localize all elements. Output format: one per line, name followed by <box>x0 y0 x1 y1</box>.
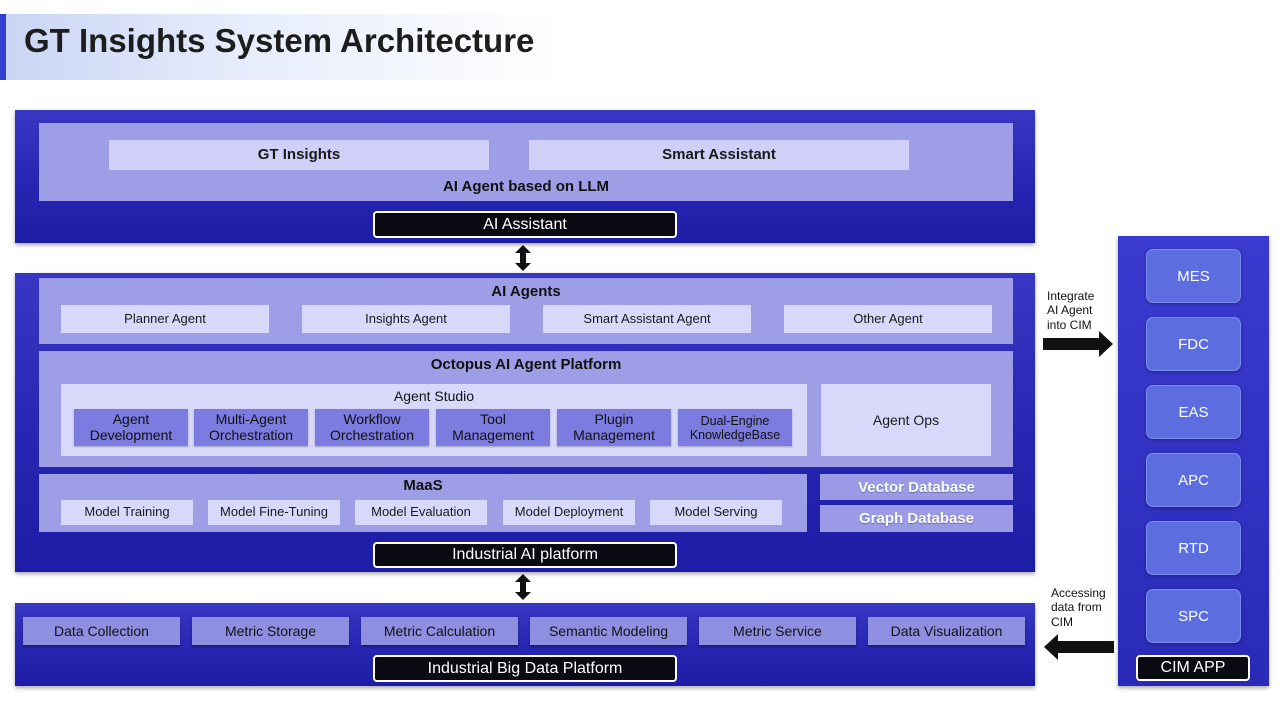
plugin-management-box: Plugin Management <box>557 409 671 446</box>
metric-service-box: Metric Service <box>699 617 856 645</box>
metric-calculation-box: Metric Calculation <box>361 617 518 645</box>
dual-engine-knowledgebase-box: Dual-Engine KnowledgeBase <box>678 409 792 446</box>
title-banner <box>0 14 560 80</box>
cim-item-eas: EAS <box>1146 385 1241 439</box>
planner-agent-box: Planner Agent <box>61 305 269 333</box>
ai-agents-block: AI Agents Planner Agent Insights Agent S… <box>39 278 1013 344</box>
metric-storage-box: Metric Storage <box>192 617 349 645</box>
ai-assistant-tag: AI Assistant <box>373 211 677 238</box>
octopus-title: Octopus AI Agent Platform <box>430 356 622 373</box>
cim-item-rtd: RTD <box>1146 521 1241 575</box>
gt-insights-box: GT Insights <box>109 140 489 170</box>
double-arrow-icon <box>515 574 531 600</box>
smart-assistant-box: Smart Assistant <box>529 140 909 170</box>
model-evaluation-box: Model Evaluation <box>355 500 487 525</box>
agent-ops-box: Agent Ops <box>821 384 991 456</box>
vector-database-box: Vector Database <box>820 474 1013 500</box>
arrow-left-icon <box>1044 634 1114 660</box>
data-visualization-box: Data Visualization <box>868 617 1025 645</box>
double-arrow-icon <box>515 245 531 271</box>
cim-item-fdc: FDC <box>1146 317 1241 371</box>
access-note: Accessing data from CIM <box>1051 586 1106 629</box>
ai-agents-title: AI Agents <box>491 283 561 300</box>
model-fine-tuning-box: Model Fine-Tuning <box>208 500 340 525</box>
semantic-modeling-box: Semantic Modeling <box>530 617 687 645</box>
maas-title: MaaS <box>403 477 443 494</box>
big-data-panel: Data Collection Metric Storage Metric Ca… <box>15 603 1035 686</box>
ai-agent-llm-block: GT Insights Smart Assistant AI Agent bas… <box>39 123 1013 201</box>
ai-agent-llm-label: AI Agent based on LLM <box>442 178 610 195</box>
model-deployment-box: Model Deployment <box>503 500 635 525</box>
multi-agent-orchestration-box: Multi-Agent Orchestration <box>194 409 308 446</box>
industrial-ai-panel: AI Agents Planner Agent Insights Agent S… <box>15 273 1035 572</box>
title-accent-bar <box>0 14 6 80</box>
agent-development-box: Agent Development <box>74 409 188 446</box>
arrow-right-icon <box>1043 331 1113 357</box>
model-training-box: Model Training <box>61 500 193 525</box>
octopus-platform-block: Octopus AI Agent Platform Agent Studio A… <box>39 351 1013 467</box>
agent-studio-block: Agent Studio Agent Development Multi-Age… <box>61 384 807 456</box>
cim-item-spc: SPC <box>1146 589 1241 643</box>
big-data-platform-tag: Industrial Big Data Platform <box>373 655 677 682</box>
ai-assistant-panel: GT Insights Smart Assistant AI Agent bas… <box>15 110 1035 243</box>
model-serving-box: Model Serving <box>650 500 782 525</box>
graph-database-box: Graph Database <box>820 505 1013 532</box>
smart-assistant-agent-box: Smart Assistant Agent <box>543 305 751 333</box>
cim-app-tag: CIM APP <box>1136 655 1250 681</box>
cim-item-apc: APC <box>1146 453 1241 507</box>
cim-app-panel: MES FDC EAS APC RTD SPC CIM APP <box>1118 236 1269 686</box>
page-title: GT Insights System Architecture <box>24 22 535 59</box>
industrial-ai-platform-tag: Industrial AI platform <box>373 542 677 568</box>
workflow-orchestration-box: Workflow Orchestration <box>315 409 429 446</box>
maas-block: MaaS Model Training Model Fine-Tuning Mo… <box>39 474 807 532</box>
data-collection-box: Data Collection <box>23 617 180 645</box>
cim-item-mes: MES <box>1146 249 1241 303</box>
tool-management-box: Tool Management <box>436 409 550 446</box>
other-agent-box: Other Agent <box>784 305 992 333</box>
insights-agent-box: Insights Agent <box>302 305 510 333</box>
integrate-note: Integrate AI Agent into CIM <box>1047 289 1095 332</box>
agent-studio-title: Agent Studio <box>393 388 475 404</box>
